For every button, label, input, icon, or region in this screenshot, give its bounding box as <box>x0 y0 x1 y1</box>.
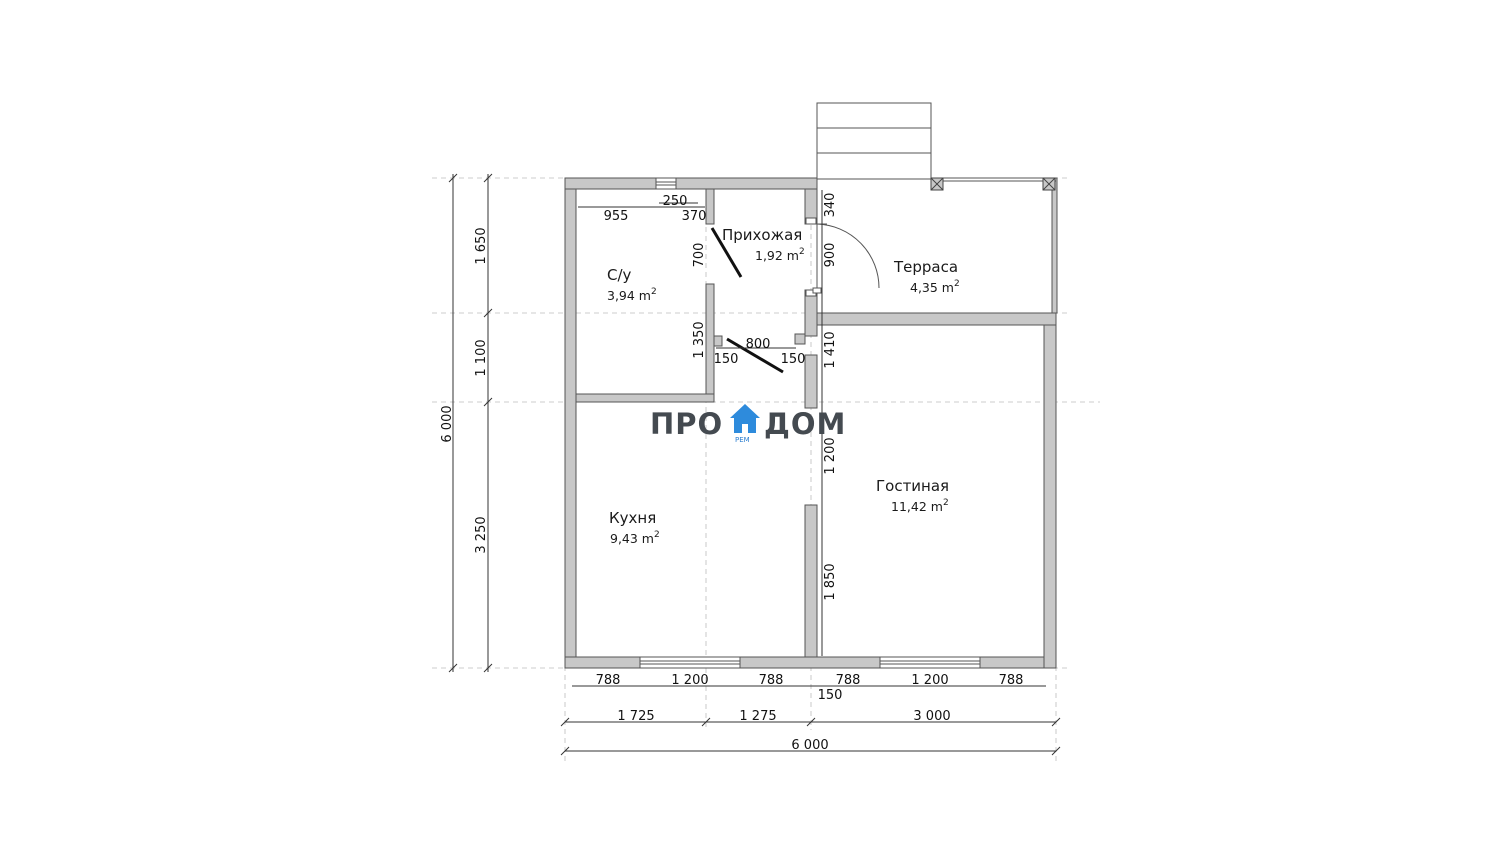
inner-dimensions: 250 955 370 700 1 350 800 150 150 340 90… <box>604 193 838 601</box>
dim-bottom-room: 1 725 <box>617 709 654 724</box>
dim-bath-door: 700 <box>692 243 707 268</box>
room-name: Гостиная <box>876 477 949 495</box>
room-area: 11,42 m2 <box>891 498 949 514</box>
logo-left-text: ПРО <box>650 407 723 441</box>
bottom-dimensions: 788 1 200 788 788 1 200 788 150 1 725 1 … <box>596 673 1024 753</box>
room-hallway: Прихожая 1,92 m2 <box>722 226 805 263</box>
dim-living-bottom: 1 850 <box>823 563 838 600</box>
walls <box>564 177 1058 669</box>
room-area: 4,35 m2 <box>910 279 960 295</box>
logo-sub-text: РЕМ <box>735 436 750 444</box>
house-icon <box>730 404 760 433</box>
room-name: Терраса <box>893 258 958 276</box>
dim-left-1: 1 650 <box>474 227 489 264</box>
dim-living-top: 1 410 <box>823 331 838 368</box>
dim-bath-top: 370 <box>682 209 707 224</box>
entry-stairs <box>816 102 932 180</box>
dim-living-opening: 1 200 <box>823 437 838 474</box>
dim-bottom-room: 1 275 <box>739 709 776 724</box>
left-dimensions: 6 000 1 650 1 100 3 250 <box>440 227 489 553</box>
room-area: 1,92 m2 <box>755 247 805 263</box>
dim-bottom-room: 3 000 <box>913 709 950 724</box>
room-bathroom: С/у 3,94 m2 <box>607 266 657 303</box>
dim-bath-wall: 1 350 <box>692 321 707 358</box>
room-living: Гостиная 11,42 m2 <box>876 477 949 514</box>
logo: ПРО РЕМ ДОМ <box>650 404 846 444</box>
terrace-railing <box>931 177 1056 182</box>
dim-left-2: 1 100 <box>474 339 489 376</box>
dim-hall-door-left: 150 <box>714 352 739 367</box>
dim-hall-door-right: 150 <box>781 352 806 367</box>
windows <box>639 177 981 669</box>
dim-bottom-opening: 788 <box>759 673 784 688</box>
doors <box>710 217 880 374</box>
dim-left-3: 3 250 <box>474 516 489 553</box>
dim-entry-top: 340 <box>823 193 838 218</box>
dim-bottom-total: 6 000 <box>791 738 828 753</box>
dim-left-total: 6 000 <box>440 405 455 442</box>
dim-hall-door: 800 <box>746 337 771 352</box>
dim-bottom-opening: 1 200 <box>671 673 708 688</box>
logo-right-text: ДОМ <box>764 407 846 441</box>
dim-bath-top: 955 <box>604 209 629 224</box>
room-terrace: Терраса 4,35 m2 <box>893 258 960 295</box>
room-area: 9,43 m2 <box>610 530 660 546</box>
dim-bath-top: 250 <box>663 194 688 209</box>
dim-bottom-opening: 788 <box>836 673 861 688</box>
room-name: Кухня <box>609 509 656 527</box>
dim-bottom-opening: 788 <box>596 673 621 688</box>
terrace-posts <box>930 177 1056 191</box>
room-name: Прихожая <box>722 226 802 244</box>
room-area: 3,94 m2 <box>607 287 657 303</box>
dim-bottom-opening: 1 200 <box>911 673 948 688</box>
room-name: С/у <box>607 266 632 284</box>
dim-bottom-opening: 788 <box>999 673 1024 688</box>
dim-entry-door: 900 <box>823 243 838 268</box>
room-kitchen: Кухня 9,43 m2 <box>609 509 660 546</box>
dimension-lines <box>448 173 1061 756</box>
dim-bottom-wall: 150 <box>818 688 843 703</box>
